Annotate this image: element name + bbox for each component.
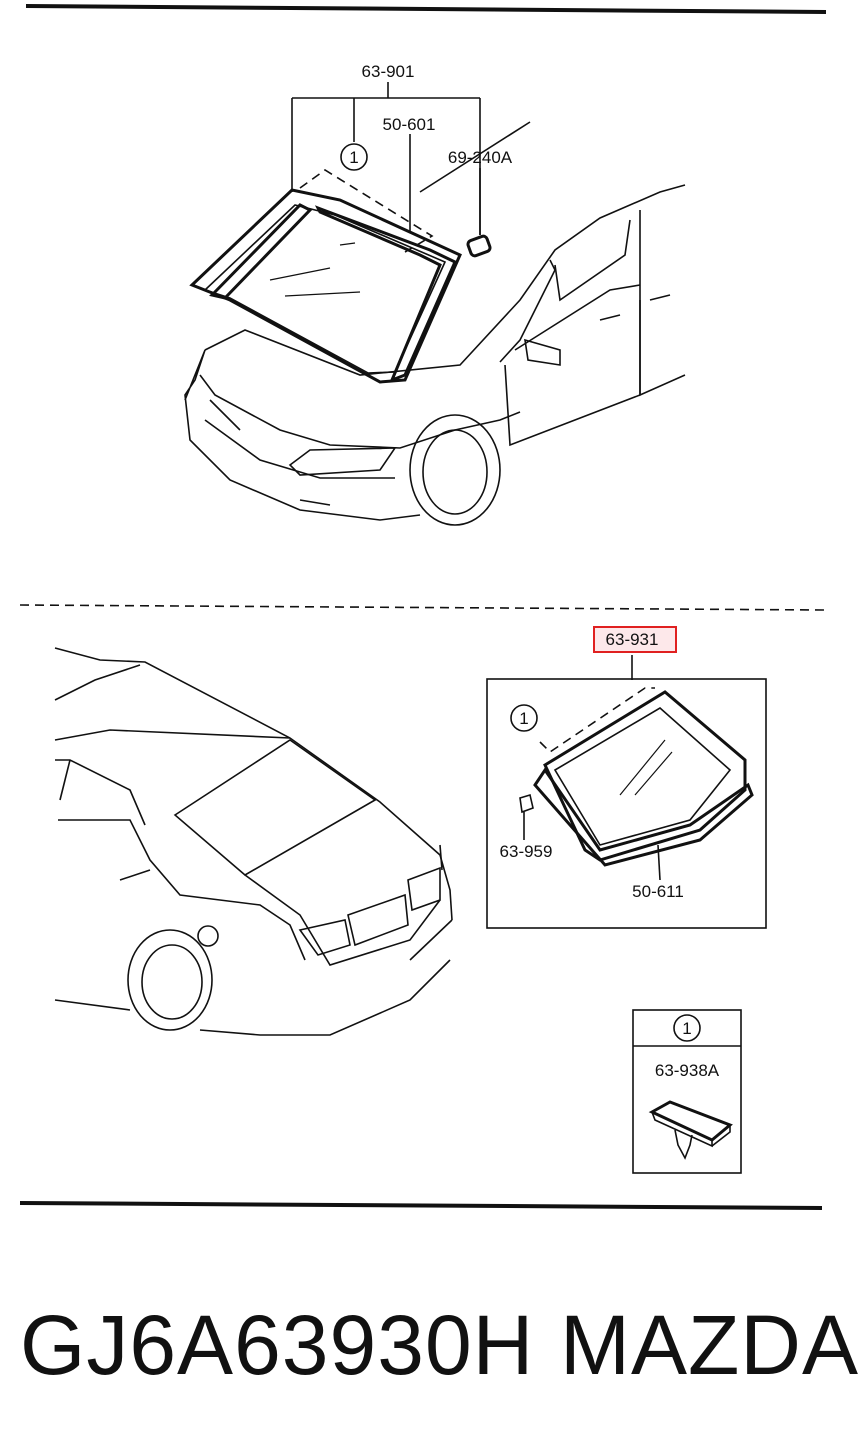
ref-circle-legend [673,1014,701,1042]
callout-63-959: 63-959 [500,842,553,861]
rear-window-box [486,655,767,929]
ref-circle-top [340,143,368,171]
section-divider [19,604,825,611]
legend-box [632,1009,742,1174]
highlighted-callout-box [593,626,677,653]
top-border [25,4,827,14]
rear-car-illustration [54,647,453,1036]
callout-63-931: 63-931 [606,630,659,649]
callout-63-901: 63-901 [362,62,415,81]
top-leaders [291,82,481,235]
callout-69-240a: 69-240A [448,148,513,167]
bottom-border [19,1201,823,1210]
ref-circle-top-label: 1 [349,148,358,167]
legend-part-label: 63-938A [655,1061,720,1080]
callout-50-601: 50-601 [383,115,436,134]
brand-name: MAZDA [560,1298,859,1392]
callout-50-611: 50-611 [632,882,684,901]
part-number: GJ6A63930H [20,1298,535,1392]
footer: GJ6A63930H MAZDA [0,1290,864,1400]
ref-circle-bottom [510,704,538,732]
ref-circle-bottom-label: 1 [519,709,528,728]
ref-circle-legend-label: 1 [682,1019,691,1038]
front-car-illustration [184,121,686,526]
